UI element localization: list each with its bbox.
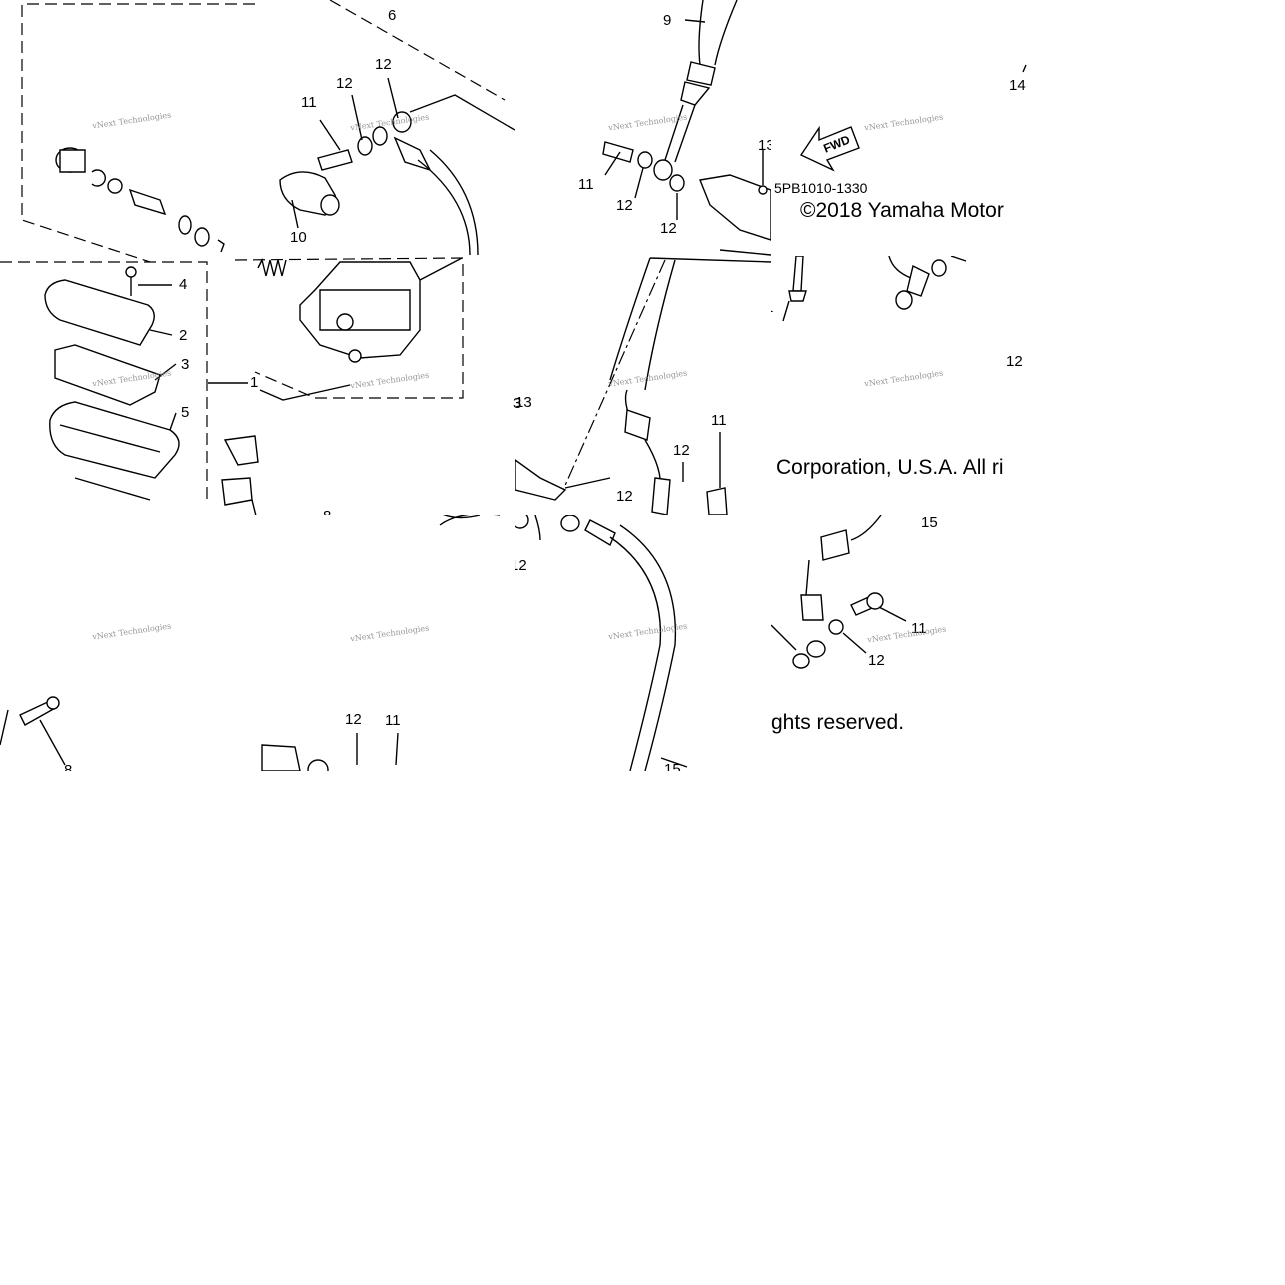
callout-12: 12 [616, 197, 633, 214]
fwd-arrow-icon [799, 125, 860, 172]
callout-4: 4 [179, 276, 188, 293]
diagram-tile-master-cylinder: 6 12 12 11 10 4 2 3 1 5 8 vNext Technolo… [0, 0, 515, 515]
callout-11: 11 [578, 176, 594, 193]
diagram-tile-lower-right: 15 11 12 ghts reserved. vNext Technologi… [771, 515, 1027, 771]
spring-icon [257, 257, 287, 277]
diagram-tile-lower-left: 12 11 8 vNext Technologies vNext Technol… [0, 515, 515, 771]
callout-6: 6 [388, 7, 397, 24]
callout-11: 11 [911, 620, 927, 637]
callout-1: 1 [250, 374, 259, 391]
callout-11: 11 [385, 712, 401, 729]
callout-12: 12 [345, 711, 362, 728]
copyright-line-3: ghts reserved. [771, 711, 905, 734]
callout-11: 11 [711, 412, 727, 429]
callout-10: 10 [290, 229, 307, 246]
brake-hose-lower-drawing [515, 515, 688, 771]
lower-right-drawing [771, 515, 907, 669]
callout-12: 12 [515, 557, 527, 574]
callout-12: 12 [868, 652, 885, 669]
callout-5: 5 [181, 404, 190, 421]
callout-13: 13 [758, 137, 771, 154]
fwd-arrow-drawing [799, 64, 1027, 172]
lower-left-drawing [0, 515, 500, 771]
callout-12: 12 [375, 56, 392, 73]
right-mid-drawing [782, 256, 967, 322]
callout-15: 15 [921, 515, 938, 531]
callout-13: 3 [513, 395, 522, 412]
callout-12: 12 [1006, 353, 1023, 370]
callout-9: 9 [663, 12, 672, 29]
callout-13: 13 [515, 394, 532, 411]
diagram-tile-brake-hose-upper: 9 11 12 12 13 13 11 12 12 vNext Technolo… [515, 0, 771, 515]
callout-8: 8 [323, 509, 331, 515]
callout-12: 12 [673, 442, 690, 459]
part-code: 5PB1010-1330 [774, 180, 868, 196]
master-cylinder-drawing [0, 0, 515, 515]
callout-14: 1 [771, 300, 773, 315]
diagram-tile-copyright: FWD 14 5PB1010-1330 ©2018 Yamaha Motor v… [771, 0, 1027, 256]
callout-14: 14 [1009, 77, 1026, 94]
callout-15: 15 [664, 761, 681, 771]
callout-3: 3 [181, 356, 190, 373]
diagram-tile-right-mid: 12 1 Corporation, U.S.A. All ri vNext Te… [771, 256, 1027, 515]
brake-hose-upper-drawing [515, 0, 771, 515]
callout-2: 2 [179, 327, 188, 344]
copyright-line-1: ©2018 Yamaha Motor [800, 199, 1004, 222]
callout-11: 11 [301, 94, 317, 111]
callout-12: 12 [660, 220, 677, 237]
copyright-line-2: Corporation, U.S.A. All ri [776, 456, 1004, 479]
callout-8: 8 [64, 762, 73, 771]
callout-12: 12 [336, 75, 353, 92]
callout-12: 12 [616, 488, 633, 505]
screw-icon [125, 266, 137, 296]
diagram-tile-brake-hose-lower: 12 15 vNext Technologies [515, 515, 771, 771]
